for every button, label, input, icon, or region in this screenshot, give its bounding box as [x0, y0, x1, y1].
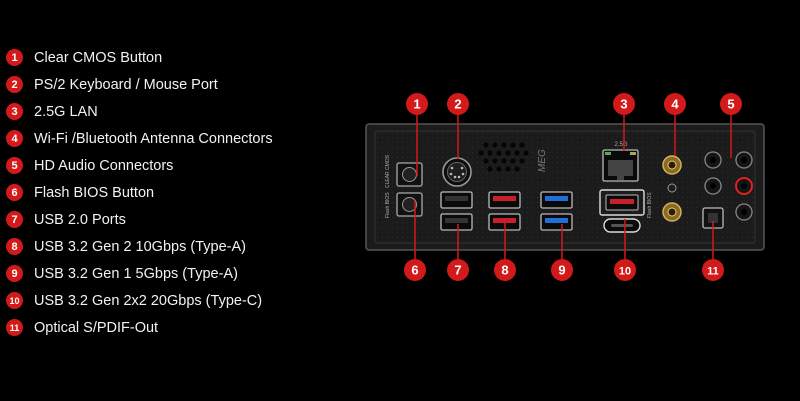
legend-label: Clear CMOS Button	[34, 49, 163, 66]
svg-text:6: 6	[411, 263, 418, 278]
legend-badge: 7	[6, 211, 23, 228]
flash-bios-button[interactable]	[396, 192, 423, 217]
callout-badge-4: 4	[664, 93, 686, 115]
clear-cmos-label: CLEAR CMOS	[385, 154, 391, 188]
callout-badge-8: 8	[494, 259, 516, 281]
legend-item: 5 HD Audio Connectors	[6, 152, 273, 179]
usb2-port[interactable]	[440, 191, 473, 209]
audio-jack[interactable]	[735, 151, 753, 169]
legend-label: PS/2 Keyboard / Mouse Port	[34, 76, 218, 93]
usb3-gen1-port[interactable]	[540, 191, 573, 209]
legend-item: 3 2.5G LAN	[6, 98, 273, 125]
antenna-connector[interactable]	[662, 202, 682, 222]
legend-badge: 11	[6, 319, 23, 336]
callout-badge-3: 3	[613, 93, 635, 115]
svg-text:5: 5	[727, 97, 734, 112]
callout-badge-11: 11	[702, 259, 724, 281]
legend-label: HD Audio Connectors	[34, 157, 174, 174]
svg-text:4: 4	[671, 97, 679, 112]
legend-item: 6 Flash BIOS Button	[6, 179, 273, 206]
callout-badge-6: 6	[404, 259, 426, 281]
legend-badge: 10	[6, 292, 23, 309]
legend-label: Optical S/PDIF-Out	[34, 319, 159, 336]
legend-badge: 6	[6, 184, 23, 201]
callout-badge-10: 10	[614, 259, 636, 281]
callout-badge-9: 9	[551, 259, 573, 281]
callout-badge-2: 2	[447, 93, 469, 115]
svg-text:7: 7	[454, 263, 461, 278]
audio-jack[interactable]	[704, 151, 722, 169]
usb3-gen1-port[interactable]	[540, 213, 573, 231]
legend-badge: 3	[6, 103, 23, 120]
svg-text:11: 11	[707, 266, 719, 278]
audio-jack[interactable]	[735, 177, 753, 195]
legend-label: Flash BIOS Button	[34, 184, 155, 201]
svg-text:1: 1	[413, 97, 420, 112]
legend-badge: 5	[6, 157, 23, 174]
svg-text:9: 9	[558, 263, 565, 278]
meg-logo-text: MEG	[537, 149, 548, 172]
wifi-logo-icon	[667, 183, 677, 193]
svg-text:10: 10	[619, 266, 631, 278]
legend-badge: 8	[6, 238, 23, 255]
legend-list: 1 Clear CMOS Button 2 PS/2 Keyboard / Mous…	[6, 44, 273, 341]
ps2-port[interactable]	[442, 157, 472, 187]
usb3-gen2-port[interactable]	[488, 191, 521, 209]
legend-badge: 4	[6, 130, 23, 147]
legend-item: 10 USB 3.2 Gen 2x2 20Gbps (Type-C)	[6, 287, 273, 314]
legend-badge: 9	[6, 265, 23, 282]
legend-label: USB 3.2 Gen 1 5Gbps (Type-A)	[34, 265, 238, 282]
callout-badge-7: 7	[447, 259, 469, 281]
legend-badge: 1	[6, 49, 23, 66]
flash-bios-usb-port[interactable]	[599, 189, 645, 216]
io-shield	[365, 123, 765, 251]
legend-item: 7 USB 2.0 Ports	[6, 206, 273, 233]
callout-badge-5: 5	[720, 93, 742, 115]
usb-type-c-port[interactable]	[603, 218, 641, 233]
audio-jack[interactable]	[735, 203, 753, 221]
legend-label: USB 3.2 Gen 2 10Gbps (Type-A)	[34, 238, 246, 255]
lan-port[interactable]	[602, 149, 639, 182]
callout-badge-1: 1	[406, 93, 428, 115]
lan-speed-label: 2.5G	[614, 142, 627, 148]
usb2-port[interactable]	[440, 213, 473, 231]
flash-bios-port-label: Flash BIOS	[647, 192, 653, 218]
svg-text:2: 2	[454, 97, 461, 112]
clear-cmos-button[interactable]	[396, 162, 423, 187]
legend-badge: 2	[6, 76, 23, 93]
legend-label: 2.5G LAN	[34, 103, 98, 120]
antenna-connector[interactable]	[662, 155, 682, 175]
legend-item: 1 Clear CMOS Button	[6, 44, 273, 71]
flash-bios-label: Flash BIOS	[385, 192, 391, 218]
legend-item: 2 PS/2 Keyboard / Mouse Port	[6, 71, 273, 98]
audio-jack[interactable]	[704, 177, 722, 195]
vent-grille	[478, 142, 529, 172]
legend-label: USB 3.2 Gen 2x2 20Gbps (Type-C)	[34, 292, 263, 309]
svg-text:3: 3	[620, 97, 627, 112]
legend-item: 9 USB 3.2 Gen 1 5Gbps (Type-A)	[6, 260, 273, 287]
legend-label: USB 2.0 Ports	[34, 211, 126, 228]
legend-item: 4 Wi-Fi /Bluetooth Antenna Connectors	[6, 125, 273, 152]
svg-text:8: 8	[501, 263, 508, 278]
legend-item: 8 USB 3.2 Gen 2 10Gbps (Type-A)	[6, 233, 273, 260]
legend-label: Wi-Fi /Bluetooth Antenna Connectors	[34, 130, 273, 147]
legend-item: 11 Optical S/PDIF-Out	[6, 314, 273, 341]
